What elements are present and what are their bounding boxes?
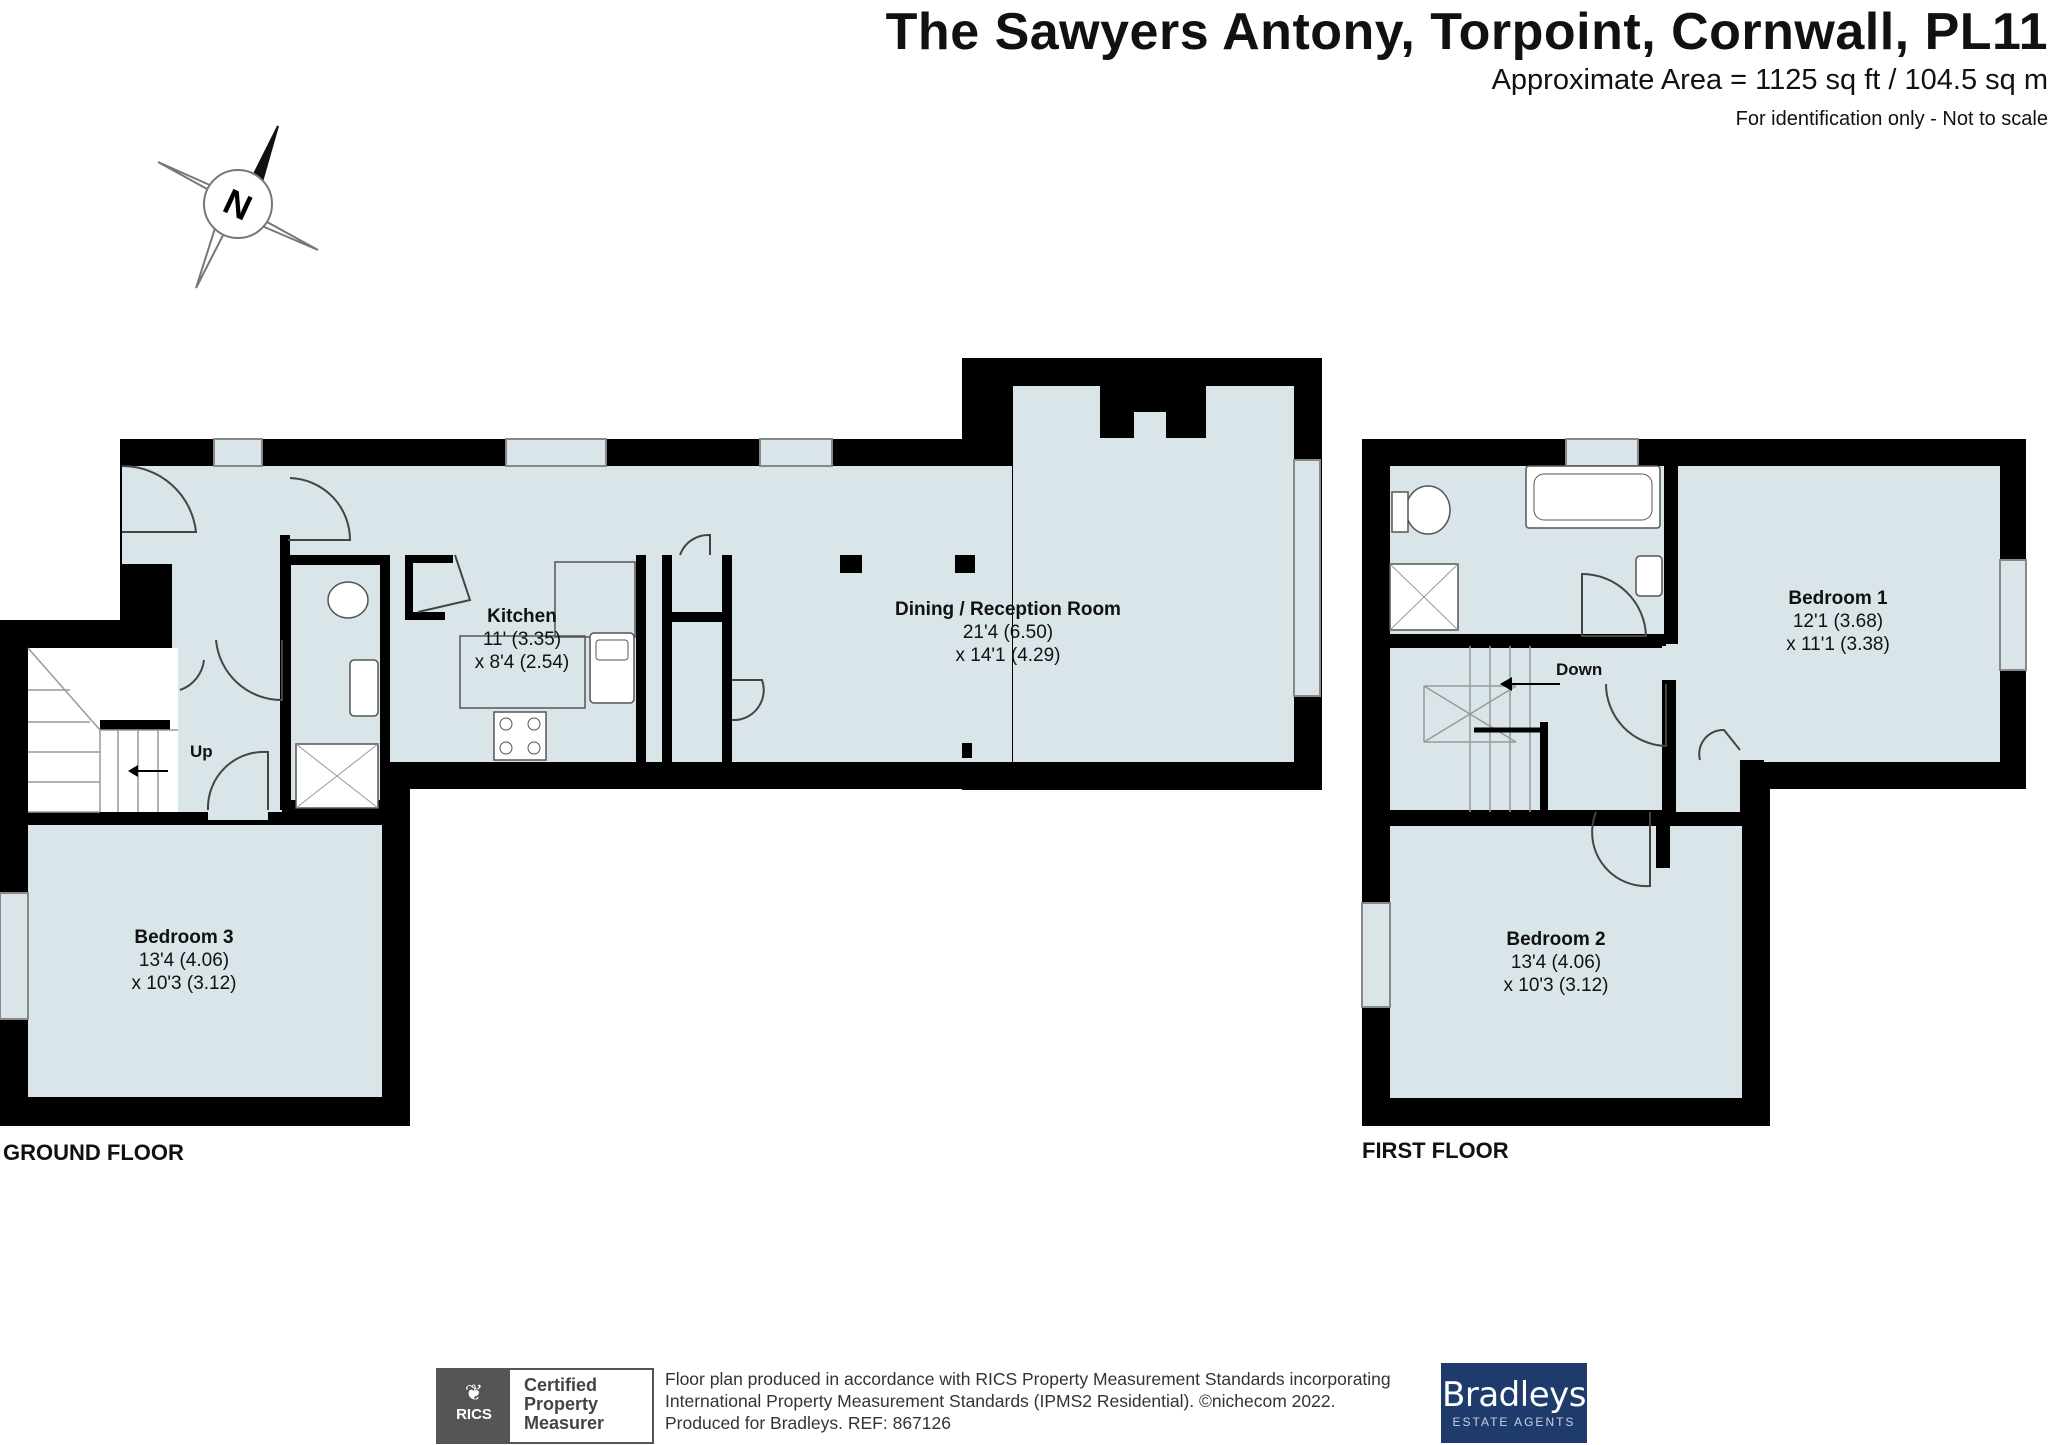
room-dim: x 10'3 (3.12) (131, 973, 237, 994)
rics-text: RICS (456, 1406, 492, 1423)
room-dim: x 10'3 (3.12) (1503, 975, 1609, 996)
footer-statement: Floor plan produced in accordance with R… (665, 1368, 1391, 1434)
rics-emblem-icon: ❦ (464, 1380, 484, 1405)
ground-floor-label: GROUND FLOOR (3, 1140, 184, 1165)
first-floor-label: FIRST FLOOR (1362, 1138, 1509, 1163)
rics-line: Property (524, 1394, 599, 1414)
room-dim: 13'4 (4.06) (1510, 952, 1602, 973)
room-kitchen: Kitchen 11' (3.35) x 8'4 (2.54) (475, 605, 569, 674)
room-bedroom-3: Bedroom 3 13'4 (4.06) x 10'3 (3.12) (131, 926, 236, 995)
room-dim: x 14'1 (4.29) (955, 645, 1061, 666)
stairs-up-label: Up (190, 742, 213, 761)
agent-subtitle: ESTATE AGENTS (1452, 1415, 1576, 1429)
property-title: The Sawyers Antony, Torpoint, Cornwall, … (885, 3, 2048, 61)
room-bedroom-2: Bedroom 2 13'4 (4.06) x 10'3 (3.12) (1503, 928, 1608, 997)
rics-line: Measurer (524, 1413, 605, 1433)
rics-line: Certified (524, 1375, 598, 1395)
room-dim: 13'4 (4.06) (138, 950, 230, 971)
room-dim: x 11'1 (3.38) (1786, 634, 1890, 655)
rics-certified-text: Certified Property Measurer (524, 1376, 604, 1433)
footer-line: Produced for Bradleys. REF: 867126 (665, 1413, 951, 1433)
north-arrow-icon: N (157, 125, 319, 289)
rics-badge: ❦ RICS Certified Property Measurer (436, 1368, 654, 1444)
room-name: Kitchen (487, 606, 557, 627)
room-dim: 21'4 (6.50) (962, 622, 1054, 643)
room-dining: Dining / Reception Room 21'4 (6.50) x 14… (895, 598, 1121, 667)
room-dim: 12'1 (3.68) (1792, 611, 1884, 632)
room-name: Bedroom 3 (134, 927, 234, 948)
ground-floor-plan (0, 358, 1322, 1126)
room-dim: x 8'4 (2.54) (474, 652, 570, 673)
room-dim: 11' (3.35) (482, 629, 562, 650)
room-bedroom-1: Bedroom 1 12'1 (3.68) x 11'1 (3.38) (1786, 587, 1890, 656)
disclaimer-note: For identification only - Not to scale (1735, 108, 2048, 130)
approximate-area: Approximate Area = 1125 sq ft / 104.5 sq… (1491, 64, 2048, 96)
stairs-down-label: Down (1556, 660, 1603, 679)
room-name: Bedroom 1 (1788, 588, 1888, 609)
footer-line: International Property Measurement Stand… (665, 1391, 1336, 1411)
room-name: Dining / Reception Room (895, 599, 1121, 620)
agent-name: Bradleys (1442, 1375, 1586, 1415)
footer-line: Floor plan produced in accordance with R… (665, 1369, 1391, 1389)
rics-logo: ❦ RICS (438, 1370, 510, 1442)
agent-logo: Bradleys ESTATE AGENTS (1441, 1363, 1587, 1443)
first-floor-plan (1361, 438, 2027, 1126)
room-name: Bedroom 2 (1506, 929, 1606, 950)
